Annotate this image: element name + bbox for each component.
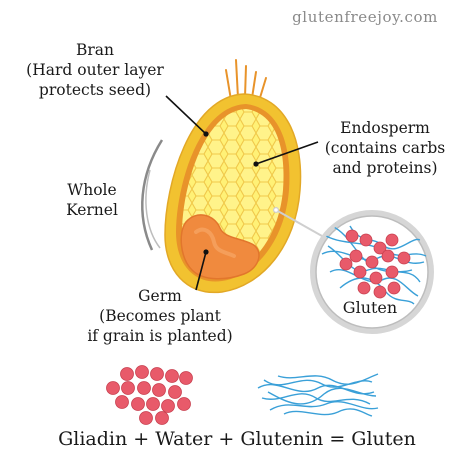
bran-desc-line2: protects seed) [38, 81, 152, 99]
bran-title: Bran [75, 41, 115, 59]
endosperm-leader-line [255, 141, 319, 165]
glutenin-strands [257, 373, 379, 417]
endosperm-title: Endosperm [340, 119, 430, 137]
whole-kernel-bracket [141, 139, 164, 251]
germ-label: Germ (Becomes plant if grain is planted) [60, 286, 260, 346]
germ-leader-line [195, 251, 207, 291]
whole-kernel-line2: Kernel [66, 201, 118, 219]
bran-leader-line [165, 95, 207, 135]
magnifier-pointer [275, 209, 323, 237]
endosperm-desc-line1: (contains carbs [324, 139, 446, 157]
whole-kernel-label: Whole Kernel [52, 180, 132, 220]
germ-desc-line2: if grain is planted) [87, 327, 233, 345]
bran-label: Bran (Hard outer layer protects seed) [18, 40, 172, 100]
germ-desc-line1: (Becomes plant [99, 307, 221, 325]
magnifier-pointer-dot [273, 207, 280, 214]
germ-title: Germ [138, 287, 182, 305]
endosperm-label: Endosperm (contains carbs and proteins) [314, 118, 456, 178]
kernel-hairs [225, 59, 267, 102]
gluten-network [321, 225, 427, 305]
gliadin-balls [106, 365, 193, 425]
gluten-equation: Gliadin + Water + Glutenin = Gluten [58, 428, 416, 450]
gluten-lens-label: Gluten [342, 298, 398, 317]
germ-leader-dot [203, 249, 209, 255]
endosperm-leader-dot [253, 161, 259, 167]
bran-desc-line1: (Hard outer layer [26, 61, 164, 79]
whole-kernel-line1: Whole [67, 181, 117, 199]
endosperm-desc-line2: and proteins) [332, 159, 438, 177]
bran-leader-dot [203, 131, 209, 137]
germ-highlight [194, 227, 236, 258]
whole-kernel-bracket-outer [145, 169, 161, 249]
watermark: glutenfreejoy.com [292, 8, 438, 26]
